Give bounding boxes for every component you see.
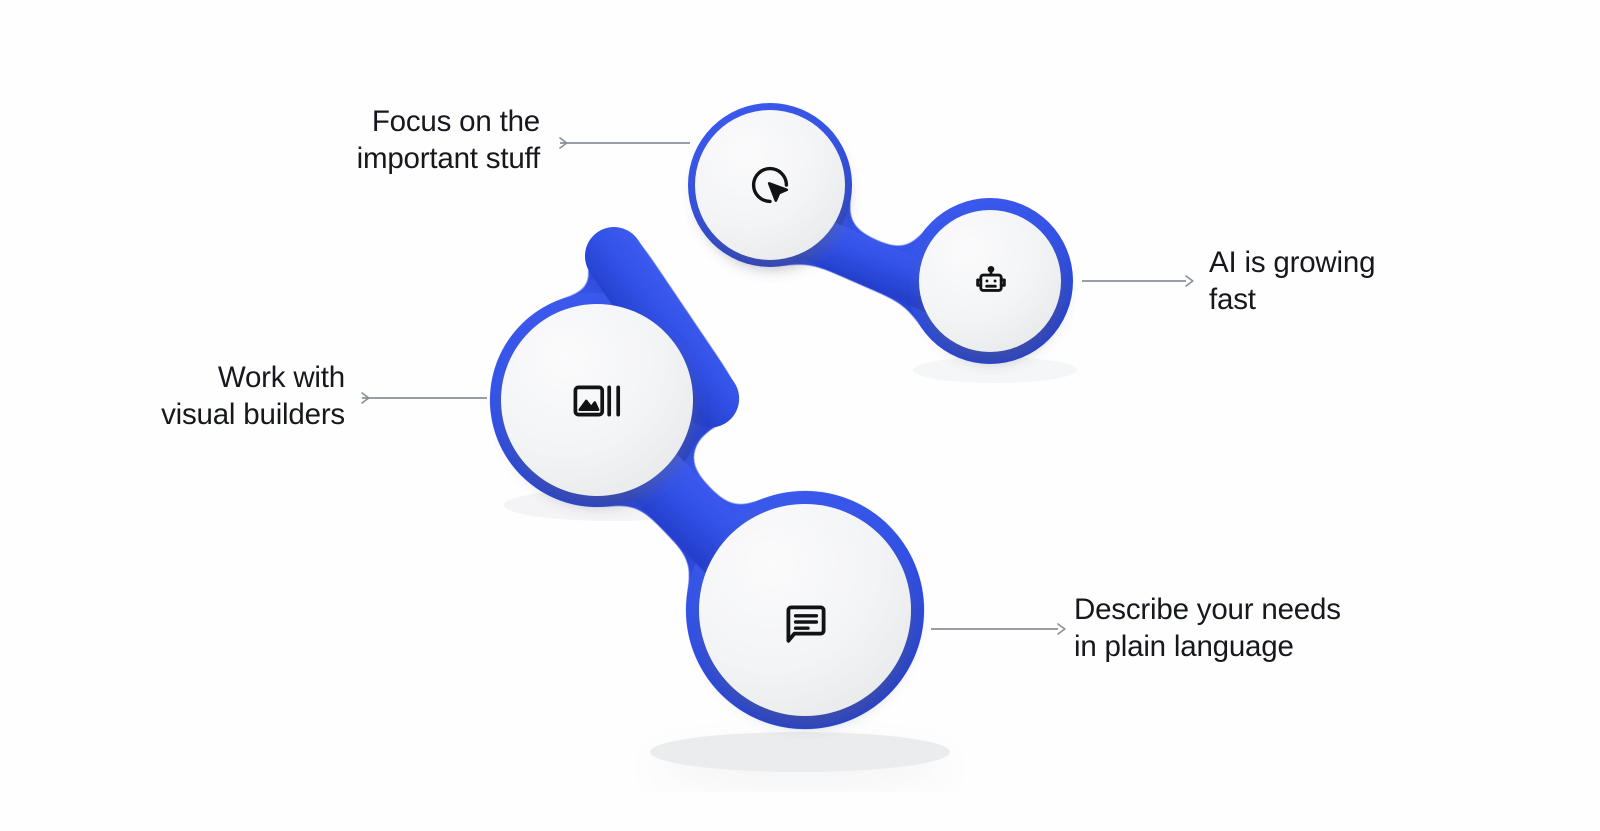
face-visual	[501, 304, 693, 496]
blob-link-focus-visual	[584, 227, 740, 428]
label-plain-language: Describe your needs in plain language	[1074, 593, 1341, 663]
face-ai	[919, 210, 1061, 352]
label-visual-builders: Work with visual builders	[161, 361, 345, 431]
face-focus	[695, 110, 845, 260]
label-ai-growth: AI is growing fast	[1209, 246, 1376, 316]
connectors	[361, 137, 1194, 635]
face-chat	[699, 504, 911, 716]
label-focus: Focus on the important stuff	[356, 105, 541, 175]
